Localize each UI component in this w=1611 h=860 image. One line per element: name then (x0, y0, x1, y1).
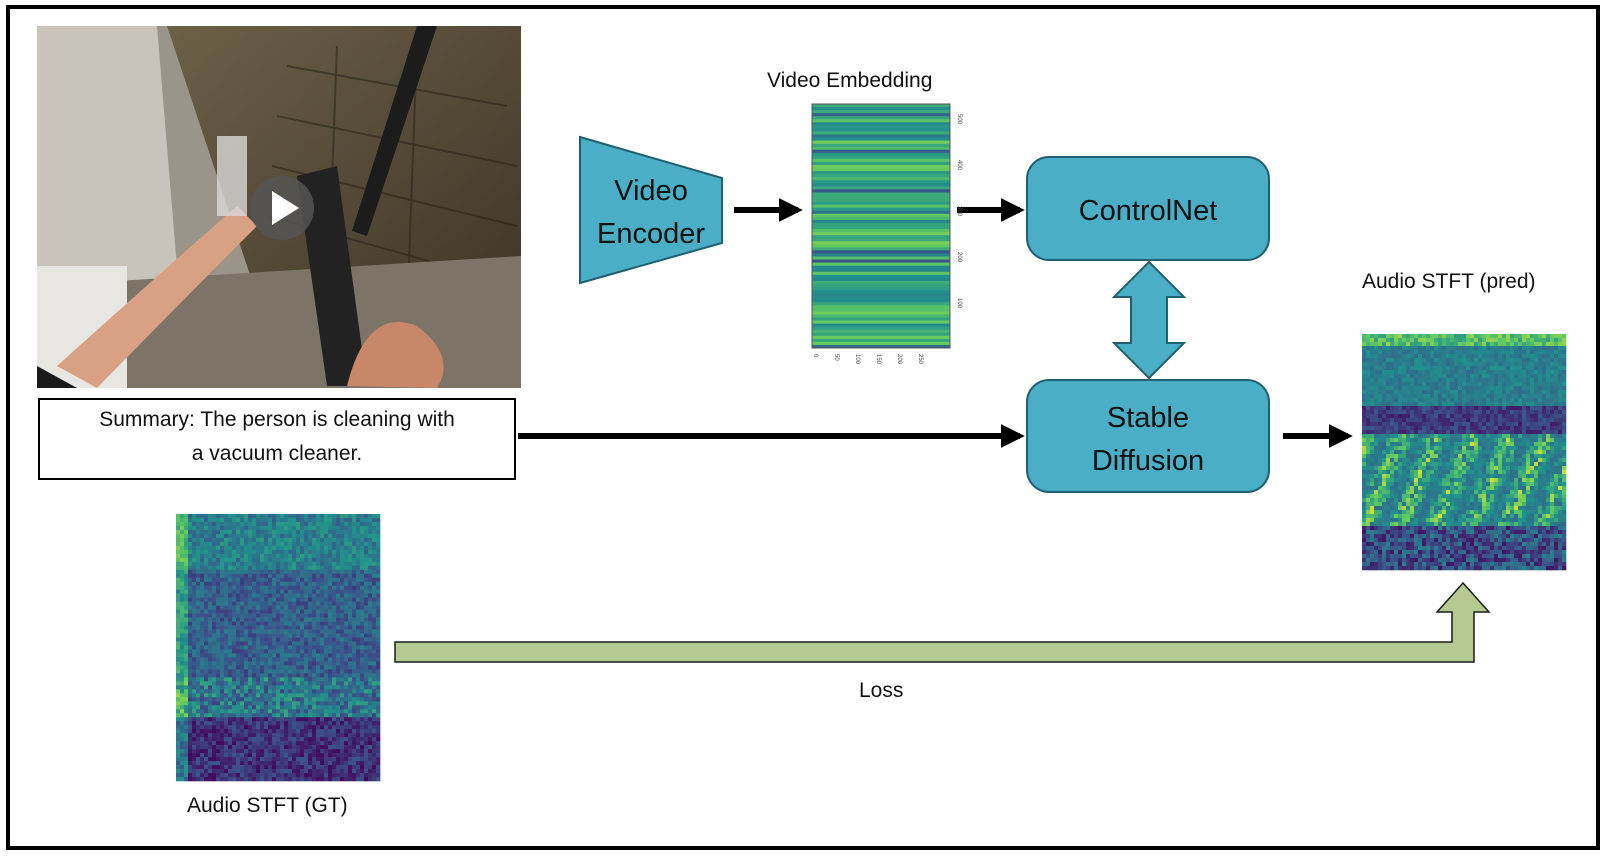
embedding-y-tick: 500 (956, 114, 962, 125)
audio-stft-pred-title: Audio STFT (pred) (1362, 270, 1536, 293)
embedding-x-tick: 50 (833, 354, 839, 361)
diagram-frame (6, 5, 1600, 850)
stable-diffusion-label-1: Stable (1107, 402, 1189, 434)
embedding-x-tick: 150 (875, 354, 881, 365)
video-encoder-node (579, 135, 723, 285)
embedding-x-tick: 0 (812, 354, 818, 358)
loss-label: Loss (859, 679, 904, 702)
video-frame-thumbnail[interactable] (37, 26, 521, 388)
video-encoder-label-1: Video (614, 175, 688, 207)
embedding-x-tick: 100 (854, 354, 860, 365)
embedding-y-tick: 400 (956, 160, 962, 171)
summary-box: Summary: The person is cleaning with a v… (38, 398, 516, 480)
video-embedding-title: Video Embedding (767, 69, 933, 92)
controlnet-node (1026, 156, 1270, 261)
embedding-x-tick: 200 (896, 354, 902, 365)
video-encoder-label-2: Encoder (597, 218, 705, 250)
audio-stft-pred-spectrogram (1362, 334, 1567, 571)
controlnet-label: ControlNet (1079, 195, 1218, 227)
embedding-y-tick: 300 (956, 206, 962, 217)
stable-diffusion-node (1026, 379, 1270, 493)
embedding-y-tick: 200 (956, 252, 962, 263)
loss-arrow (394, 581, 1491, 663)
audio-stft-gt-spectrogram (176, 514, 381, 782)
video-embedding-heatmap: 500 400 300 200 100 0 50 100 150 200 250 (811, 103, 962, 365)
audio-stft-gt-title: Audio STFT (GT) (187, 794, 348, 817)
summary-line-2: a vacuum cleaner. (191, 442, 363, 465)
embedding-x-tick: 250 (917, 354, 923, 365)
stable-diffusion-label-2: Diffusion (1092, 445, 1204, 477)
embedding-y-tick: 100 (956, 298, 962, 309)
play-icon[interactable] (250, 176, 314, 240)
bidirectional-arrow (1111, 260, 1187, 380)
summary-line-1: Summary: The person is cleaning with (99, 408, 455, 431)
